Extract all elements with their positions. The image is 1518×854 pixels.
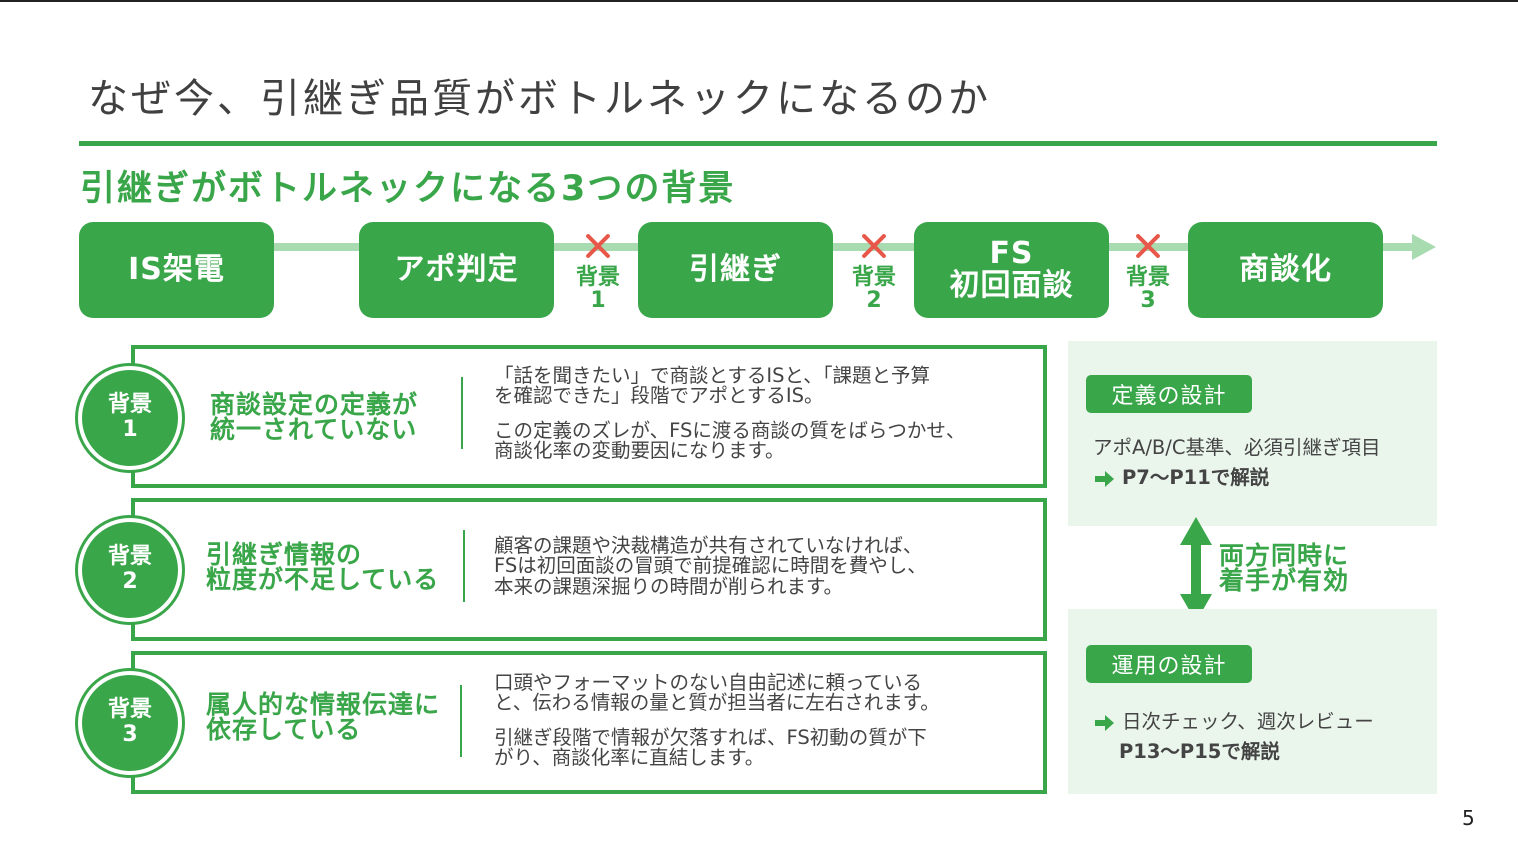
heading-line: 粒度が不足している [206, 565, 440, 594]
desc-line: 商談化率の変動要因になります。 [494, 439, 785, 463]
operation-design-text: 日次チェック、週次レビュー [1095, 705, 1374, 734]
flow-arrowhead-icon [1412, 234, 1436, 260]
step-is-call: IS架電 [79, 222, 274, 318]
divider [463, 530, 465, 602]
desc-line: この定義のズレが、FSに渡る商談の質をばらつかせ、 [494, 418, 966, 442]
step-label: IS架電 [128, 251, 225, 287]
step-deal-conversion: 商談化 [1188, 222, 1383, 318]
heading-line: 統一されていない [210, 415, 418, 444]
step-handover: 引継ぎ [638, 222, 833, 318]
background-badge-3: 背景 3 [78, 671, 182, 775]
operation-design-panel [1068, 609, 1437, 794]
desc-line: と、伝わる情報の量と質が担当者に左右されます。 [494, 691, 940, 715]
badge-number: 1 [122, 417, 138, 442]
note-line: 着手が有効 [1219, 566, 1350, 595]
section-subtitle: 引継ぎがボトルネックになる3つの背景 [80, 169, 736, 209]
desc-line: 「話を聞きたい」で商談とするISと、「課題と予算 [494, 364, 931, 387]
operation-design-tag: 運用の設計 [1086, 645, 1252, 683]
breaker-label: 背景 3 [1125, 265, 1170, 314]
background-heading-1: 商談設定の定義が 統一されていない [210, 392, 418, 442]
background-badge-1: 背景 1 [78, 366, 182, 470]
divider [460, 685, 462, 757]
step-fs-first-meeting: FS 初回面談 [914, 222, 1109, 318]
arrow-right-icon [1095, 714, 1114, 731]
step-appointment-judgement: アポ判定 [359, 222, 554, 318]
definition-design-text: アポA/B/C基準、必須引継ぎ項目 [1093, 436, 1381, 459]
cross-icon [1134, 232, 1162, 260]
desc-line: FSは初回面談の冒頭で前提確認に時間を費やし、 [494, 554, 927, 578]
concurrent-note: 両方同時に 着手が有効 [1219, 543, 1349, 593]
desc-line: 口頭やフォーマットのない自由記述に頼っている [494, 671, 923, 694]
badge-number: 2 [122, 569, 138, 594]
badge-label: 背景 [107, 392, 152, 418]
badge-label: 背景 [107, 544, 152, 570]
desc-line: 本来の課題深掘りの時間が削られます。 [494, 574, 844, 598]
operation-design-ref: P13〜P15で解説 [1119, 735, 1280, 764]
step-label: 初回面談 [949, 268, 1074, 303]
page-title: なぜ今、引継ぎ品質がボトルネックになるのか [88, 76, 991, 122]
step-label: 商談化 [1239, 251, 1332, 287]
cross-icon [860, 232, 888, 260]
step-label: 引継ぎ [689, 251, 782, 287]
breaker-2: 背景 2 [844, 232, 904, 312]
heading-line: 商談設定の定義が [210, 390, 419, 419]
background-description-3: 口頭やフォーマットのない自由記述に頼っていると、伝わる情報の量と質が担当者に左右… [494, 671, 940, 770]
arrow-right-icon [1095, 470, 1114, 487]
top-border [0, 0, 1518, 2]
operation-text: 日次チェック、週次レビュー [1122, 710, 1374, 733]
page-number: 5 [1462, 806, 1475, 830]
breaker-label: 背景 2 [851, 265, 896, 314]
heading-line: 依存している [206, 715, 362, 744]
background-heading-3: 属人的な情報伝達に 依存している [206, 692, 440, 742]
background-card-3 [131, 651, 1047, 794]
heading-line: 属人的な情報伝達に [206, 690, 441, 719]
desc-line: 引継ぎ段階で情報が欠落すれば、FS初動の質が下 [494, 725, 927, 749]
background-badge-2: 背景 2 [78, 518, 182, 622]
definition-design-tag: 定義の設計 [1086, 375, 1252, 413]
heading-line: 引継ぎ情報の [206, 540, 363, 569]
breaker-1: 背景 1 [568, 232, 628, 312]
divider [461, 377, 463, 449]
badge-number: 3 [122, 722, 138, 747]
ref-text: P13〜P15で解説 [1119, 740, 1280, 763]
desc-line: を確認できた」段階でアポとするIS。 [494, 384, 824, 408]
definition-design-panel [1068, 341, 1437, 526]
ref-text: P7〜P11で解説 [1122, 466, 1270, 489]
badge-label: 背景 [107, 697, 152, 723]
breaker-label: 背景 1 [575, 265, 620, 314]
cross-icon [584, 232, 612, 260]
desc-line: 顧客の課題や決裁構造が共有されていなければ、 [494, 534, 923, 557]
background-description-2: 顧客の課題や決裁構造が共有されていなければ、FSは初回面談の冒頭で前提確認に時間… [494, 534, 927, 598]
definition-design-ref: P7〜P11で解説 [1095, 461, 1269, 490]
desc-line: がり、商談化率に直結します。 [494, 746, 765, 770]
background-description-1: 「話を聞きたい」で商談とするISと、「課題と予算を確認できた」段階でアポとするI… [494, 364, 966, 463]
double-arrow-icon [1180, 517, 1212, 622]
title-underline [79, 141, 1437, 146]
background-card-2 [131, 498, 1047, 641]
step-label: FS [989, 235, 1034, 271]
note-line: 両方同時に [1219, 541, 1350, 570]
breaker-3: 背景 3 [1118, 232, 1178, 312]
background-heading-2: 引継ぎ情報の 粒度が不足している [206, 542, 439, 592]
step-label: アポ判定 [394, 251, 519, 287]
